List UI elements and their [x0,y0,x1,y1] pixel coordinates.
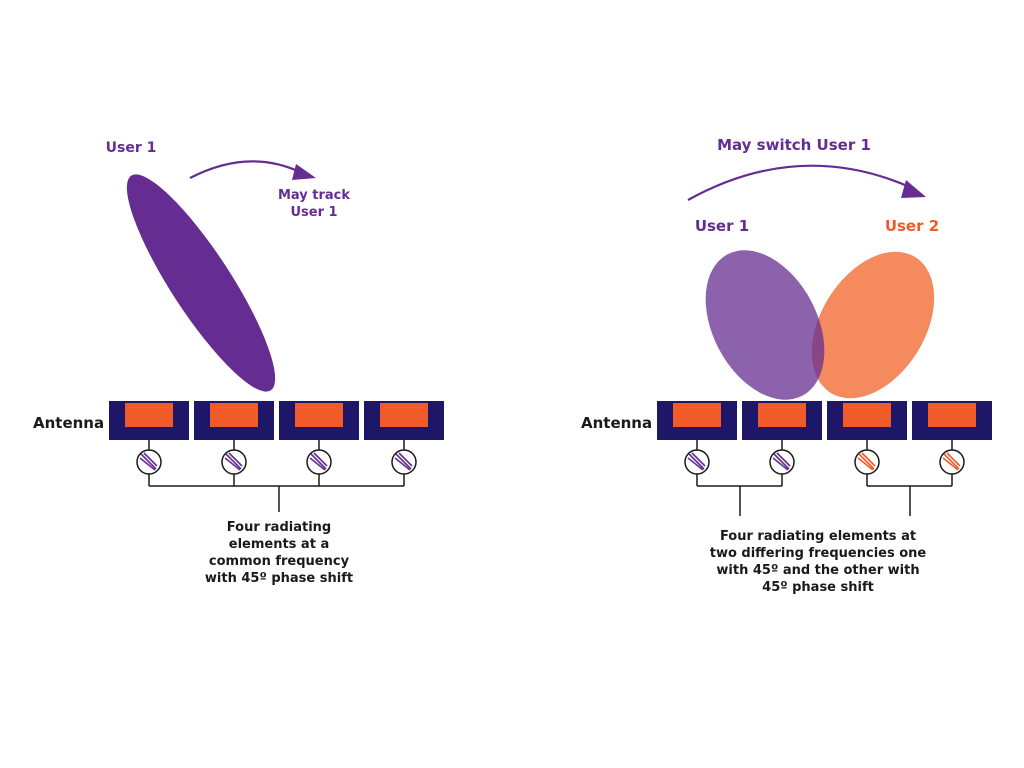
antenna-array [109,401,444,440]
radiator-patch [758,403,806,427]
radiator-patch [380,403,428,427]
caption-line: elements at a [229,537,329,552]
switch-label: May switch User 1 [717,136,871,154]
switch-arrowhead-icon [901,180,926,198]
user2-beam-lobe [811,251,935,399]
caption-line: common frequency [209,554,350,569]
phase-shifter-icon [136,449,162,475]
radiator-patch [673,403,721,427]
caption-line: Four radiating [227,520,331,535]
user1-label: User 1 [695,217,749,235]
switch-arrow [687,164,913,201]
user1-label: User 1 [106,140,157,156]
caption-line: Four radiating elements at [720,529,916,544]
phase-shifter-icon [684,449,710,475]
left-caption: Four radiating elements at a common freq… [205,520,353,586]
antenna-array [657,401,992,440]
user2-label: User 2 [885,217,939,235]
caption-line: with 45º and the other with [716,563,919,578]
feed-network [148,440,405,512]
track-label-line2: User 1 [290,205,337,220]
feed-network [696,440,953,516]
user1-beam-lobe [126,174,276,392]
track-label-line1: May track [278,188,350,203]
phase-shifter-icon [221,449,247,475]
antenna-label: Antenna [33,414,104,432]
right-panel: May switch User 1 User 1 User 2 Antenna [581,136,992,595]
antenna-label: Antenna [581,414,652,432]
right-caption: Four radiating elements at two differing… [710,529,927,595]
caption-line: 45º phase shift [762,580,874,595]
caption-line: with 45º phase shift [205,571,353,586]
left-panel: User 1 May track User 1 Antenna [33,140,444,586]
phase-shifter-icon [391,449,417,475]
phase-shifter-icon [854,449,880,475]
radiator-patch [210,403,258,427]
radiator-patch [928,403,976,427]
phase-shifter-icon [306,449,332,475]
phase-shifter-icon [939,449,965,475]
caption-line: two differing frequencies one [710,546,927,561]
phase-shifter-icon [769,449,795,475]
radiator-patch [125,403,173,427]
track-arrowhead-icon [292,164,316,180]
radiator-patch [295,403,343,427]
user1-beam-lobe [705,250,825,400]
radiator-patch [843,403,891,427]
track-arrow [189,160,301,179]
